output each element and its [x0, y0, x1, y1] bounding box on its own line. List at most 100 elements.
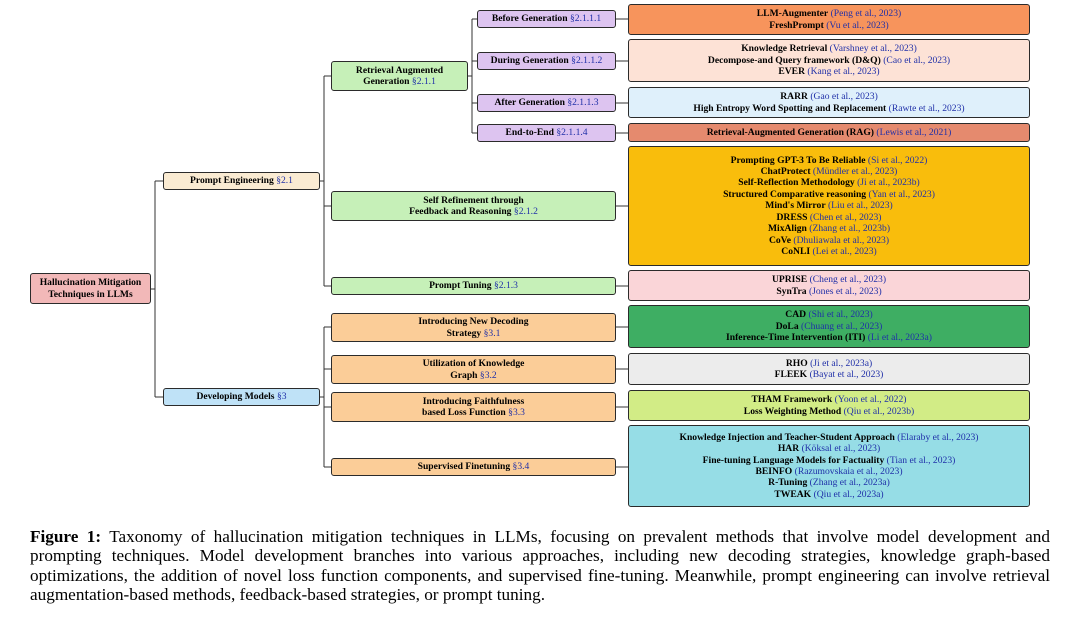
leaf-method: DRESS	[776, 211, 808, 223]
leaf-finetuning: Knowledge Injection and Teacher-Student …	[628, 425, 1030, 507]
leaf-method: CAD	[785, 309, 807, 321]
prompt-tuning-section: §2.1.3	[493, 280, 518, 292]
leaf-ref: (Zhang et al., 2023a)	[809, 477, 890, 489]
leaf-ref: (Varshney et al., 2023)	[829, 43, 917, 55]
figure-caption: Figure 1: Taxonomy of hallucination miti…	[30, 527, 1050, 605]
leaf-method: Knowledge Retrieval	[741, 43, 828, 55]
knowledge-graph-line2: Graph	[450, 369, 478, 381]
finetuning-section: §3.4	[512, 461, 530, 473]
leaf-ref: (Si et al., 2022)	[867, 154, 928, 166]
faithfulness-node: Introducing Faithfulness based Loss Func…	[331, 392, 616, 422]
leaf-ref: (Dhuliawala et al., 2023)	[793, 234, 890, 246]
leaf-ref: (Kang et al., 2023)	[807, 66, 880, 78]
leaf-knowledge-graph: RHO (Ji et al., 2023a) FLEEK (Bayat et a…	[628, 353, 1030, 385]
leaf-decoding: CAD (Shi et al., 2023) DoLa (Chuang et a…	[628, 305, 1030, 348]
leaf-before: LLM-Augmenter (Peng et al., 2023) FreshP…	[628, 4, 1030, 35]
leaf-method: EVER	[778, 66, 806, 78]
decoding-node: Introducing New Decoding Strategy §3.1	[331, 313, 616, 342]
self-refinement-line1: Self Refinement through	[423, 194, 524, 206]
root-node: Hallucination Mitigation Techniques in L…	[30, 273, 151, 304]
leaf-method: BEINFO	[755, 466, 793, 477]
knowledge-graph-section: §3.2	[479, 369, 497, 381]
faithfulness-section: §3.3	[508, 407, 525, 418]
leaf-ref: (Ji et al., 2023b)	[857, 177, 920, 189]
leaf-method: THAM Framework	[751, 394, 833, 406]
before-generation-node: Before Generation §2.1.1.1	[477, 10, 616, 28]
rag-node: Retrieval Augmented Generation §2.1.1	[331, 61, 468, 91]
leaf-prompt-tuning: UPRISE (Cheng et al., 2023) SynTra (Jone…	[628, 270, 1030, 301]
after-generation-node: After Generation §2.1.1.3	[477, 94, 616, 112]
faithfulness-line2: based Loss Function	[422, 407, 506, 418]
leaf-method: High Entropy Word Spotting and Replaceme…	[693, 102, 887, 114]
rag-line2: Generation	[363, 76, 410, 87]
leaf-ref: (Qiu et al., 2023a)	[813, 488, 884, 500]
leaf-ref: (Mündler et al., 2023)	[812, 166, 898, 178]
leaf-ref: (Yan et al., 2023)	[868, 188, 935, 200]
leaf-ref: (Razumovskaia et al., 2023)	[794, 466, 903, 477]
leaf-method: ChatProtect	[760, 166, 811, 178]
leaf-method: CoVe	[768, 234, 791, 246]
leaf-ref: (Elaraby et al., 2023)	[897, 431, 979, 443]
leaf-method: Knowledge Injection and Teacher-Student …	[679, 431, 895, 443]
prompt-tuning-label: Prompt Tuning	[429, 280, 492, 292]
finetuning-label: Supervised Finetuning	[417, 461, 511, 473]
developing-models-section: §3	[276, 391, 287, 403]
developing-models-node: Developing Models §3	[163, 388, 320, 406]
self-refinement-node: Self Refinement through Feedback and Rea…	[331, 191, 616, 221]
caption-label: Figure 1:	[30, 527, 102, 546]
during-generation-section: §2.1.1.2	[571, 55, 603, 67]
leaf-faithfulness: THAM Framework (Yoon et al., 2022) Loss …	[628, 390, 1030, 421]
leaf-ref: (Li et al., 2023a)	[867, 332, 932, 344]
leaf-method: Retrieval-Augmented Generation (RAG)	[706, 126, 875, 138]
developing-models-label: Developing Models	[196, 391, 275, 403]
leaf-ref: (Chen et al., 2023)	[809, 211, 882, 223]
after-generation-label: After Generation	[494, 97, 565, 109]
decoding-line1: Introducing New Decoding	[418, 316, 529, 328]
faithfulness-line1: Introducing Faithfulness	[422, 395, 525, 407]
rag-section: §2.1.1	[411, 76, 436, 87]
leaf-ref: (Jones et al., 2023)	[808, 285, 882, 297]
caption-text: Taxonomy of hallucination mitigation tec…	[30, 527, 1050, 605]
leaf-method: CoNLI	[781, 245, 811, 257]
leaf-ref: (Liu et al., 2023)	[827, 200, 893, 212]
leaf-method: Inference-Time Intervention (ITI)	[726, 332, 866, 344]
leaf-method: UPRISE	[771, 274, 808, 286]
rag-line1: Retrieval Augmented	[355, 64, 444, 76]
leaf-ref: (Cheng et al., 2023)	[809, 274, 887, 286]
self-refinement-section: §2.1.2	[513, 206, 538, 217]
leaf-ref: (Bayat et al., 2023)	[809, 369, 884, 380]
leaf-method: LLM-Augmenter	[756, 8, 829, 20]
during-generation-node: During Generation §2.1.1.2	[477, 52, 616, 70]
leaf-ref: (Rawte et al., 2023)	[888, 102, 965, 114]
knowledge-graph-line1: Utilization of Knowledge	[422, 358, 525, 370]
end-to-end-label: End-to-End	[505, 127, 554, 139]
root-line2: Techniques in LLMs	[48, 288, 133, 300]
leaf-method: Self-Reflection Methodology	[738, 177, 855, 189]
prompt-tuning-node: Prompt Tuning §2.1.3	[331, 277, 616, 295]
before-generation-section: §2.1.1.1	[569, 13, 602, 25]
prompt-engineering-label: Prompt Engineering	[190, 175, 274, 187]
leaf-method: Loss Weighting Method	[743, 405, 842, 417]
during-generation-label: During Generation	[490, 55, 569, 67]
leaf-ref: (Chuang et al., 2023)	[801, 320, 883, 332]
leaf-ref: (Tian et al., 2023)	[886, 454, 956, 466]
leaf-ref: (Köksal et al., 2023)	[801, 443, 881, 455]
leaf-method: TWEAK	[774, 488, 812, 500]
leaf-ref: (Yoon et al., 2022)	[834, 394, 907, 406]
end-to-end-node: End-to-End §2.1.1.4	[477, 124, 616, 142]
leaf-ref: (Cao et al., 2023)	[883, 54, 951, 66]
leaf-after: RARR (Gao et al., 2023) High Entropy Wor…	[628, 87, 1030, 118]
finetuning-node: Supervised Finetuning §3.4	[331, 458, 616, 476]
leaf-method: SynTra	[776, 285, 807, 297]
leaf-method: HAR	[777, 443, 800, 455]
decoding-line2: Strategy	[446, 327, 482, 339]
leaf-method: FreshPrompt	[769, 19, 824, 31]
prompt-engineering-section: §2.1	[276, 175, 293, 187]
leaf-method: Fine-tuning Language Models for Factuali…	[702, 454, 885, 466]
leaf-ref: (Gao et al., 2023)	[810, 91, 878, 103]
leaf-method: MixAlign	[767, 223, 807, 235]
leaf-method: Prompting GPT-3 To Be Reliable	[730, 154, 866, 166]
leaf-ref: (Lei et al., 2023)	[812, 245, 877, 257]
leaf-method: RHO	[785, 357, 808, 369]
